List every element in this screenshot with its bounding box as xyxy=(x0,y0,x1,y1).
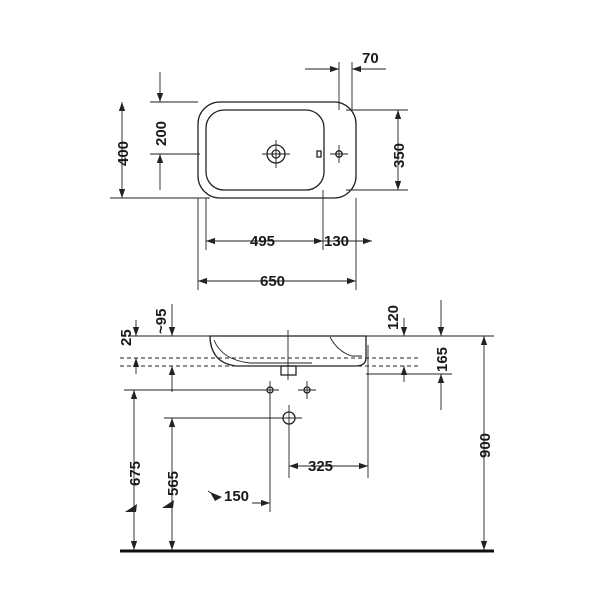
top-view: 70 200 400 350 495 130 650 xyxy=(110,50,408,290)
dim-400-label: 400 xyxy=(115,141,132,166)
dim-165-label: 165 xyxy=(434,347,451,372)
dim-150-label: 150 xyxy=(224,488,249,505)
side-view: 25 ~95 120 165 900 675 565 325 xyxy=(118,300,494,553)
dim-350-label: 350 xyxy=(391,143,408,168)
waste-body-side xyxy=(280,365,297,376)
dim-565-label: 565 xyxy=(165,471,182,496)
dim-565-approx-arrow-icon xyxy=(162,500,174,508)
dim-25-label: 25 xyxy=(118,329,135,346)
dim-495-label: 495 xyxy=(250,233,275,250)
dim-900-label: 900 xyxy=(477,433,494,458)
basin-side-profile xyxy=(209,335,367,367)
dim-650-label: 650 xyxy=(260,273,285,290)
dim-120-label: 120 xyxy=(385,305,402,330)
tap-hole-icon xyxy=(330,145,348,163)
dim-325-label: 325 xyxy=(308,458,333,475)
dim-70-label: 70 xyxy=(362,50,379,67)
dim-675-approx-arrow-icon xyxy=(125,504,137,512)
dim-130-label: 130 xyxy=(324,233,349,250)
waste-outlet-icon xyxy=(262,140,290,168)
basin-outer-outline xyxy=(197,101,357,199)
trap-position-icon xyxy=(261,381,316,399)
drain-position-icon xyxy=(276,405,302,432)
dim-200-label: 200 xyxy=(153,121,170,146)
overflow-slot-icon xyxy=(316,150,322,158)
basin-inner-outline xyxy=(205,109,325,191)
dim-95-label: ~95 xyxy=(153,309,170,334)
dim-675-label: 675 xyxy=(127,461,144,486)
